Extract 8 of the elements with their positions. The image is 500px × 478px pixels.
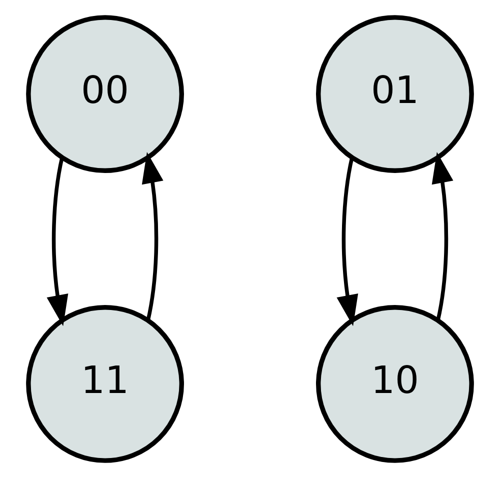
node-circle: 10 [316,305,474,463]
node-circle: 01 [316,15,474,173]
arrow [46,157,68,326]
node-circle: 11 [26,305,184,463]
node-circle: 00 [26,15,184,173]
arrow [142,152,164,321]
arrow [336,157,358,326]
arrow [432,152,454,321]
